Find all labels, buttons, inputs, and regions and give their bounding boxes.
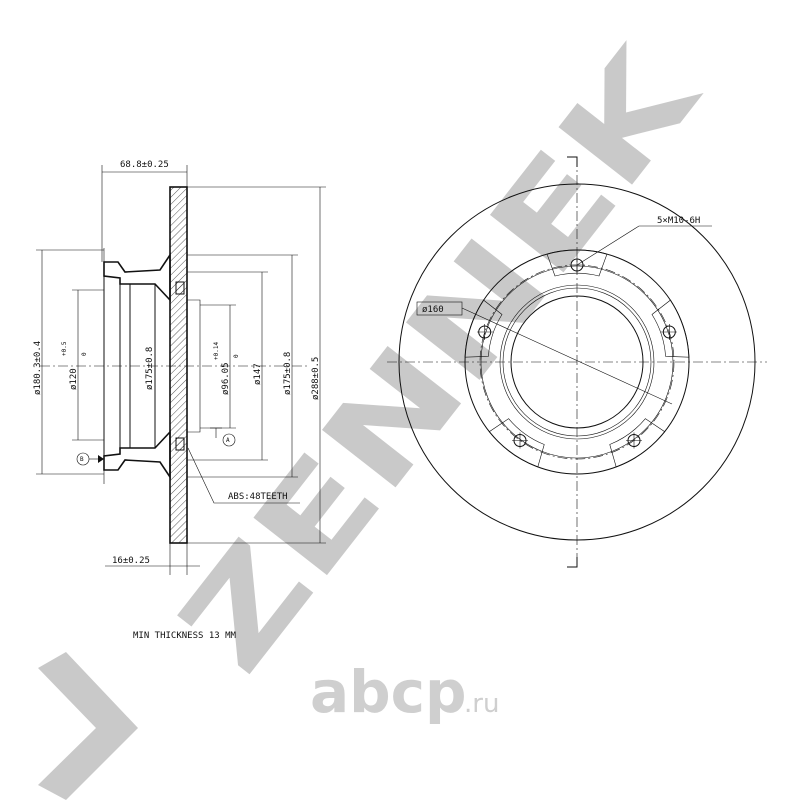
dim-dia-180: ø180.3±0.4 bbox=[33, 341, 43, 395]
abs-teeth-label: ABS:48TEETH bbox=[228, 492, 288, 502]
abs-tooth-lower bbox=[175, 437, 185, 451]
watermark-chevron bbox=[38, 652, 138, 800]
dim-dia-288: ø288±0.5 bbox=[311, 357, 321, 400]
dim-dia-96: ø96.05 bbox=[221, 362, 231, 395]
dim-overall-width: 68.8±0.25 bbox=[120, 160, 169, 170]
datum-b-label: B bbox=[80, 456, 84, 463]
dim-dia-96-tol-lower: 0 bbox=[233, 354, 240, 358]
dim-bolt-circle: ø160 bbox=[422, 305, 444, 315]
dim-dia-120: ø120 bbox=[69, 368, 79, 390]
hub-lower-section bbox=[103, 429, 171, 480]
dim-dia-147: ø147 bbox=[253, 363, 263, 385]
rotor-ring-section bbox=[169, 186, 188, 544]
min-thickness-note: MIN THICKNESS 13 MM bbox=[133, 631, 237, 641]
dim-thread: 5×M10-6H bbox=[657, 216, 700, 226]
hub-lobes bbox=[464, 249, 690, 468]
abs-tooth-upper bbox=[175, 281, 185, 295]
brand-logo: abcp .ru bbox=[310, 658, 499, 726]
dim-thickness: 16±0.25 bbox=[112, 556, 150, 566]
datum-a-label: A bbox=[226, 437, 230, 444]
dim-dia-120-tol-lower: 0 bbox=[81, 352, 88, 356]
brand-tld: .ru bbox=[464, 689, 499, 719]
dim-dia-120-tol-upper: +0.5 bbox=[61, 341, 68, 356]
dim-dia-96-tol-upper: +0.14 bbox=[213, 342, 220, 360]
brand-name: abcp bbox=[310, 658, 467, 726]
front-view: ø160 5×M10-6H bbox=[387, 156, 767, 568]
dim-dia-175-outer: ø175±0.8 bbox=[283, 352, 293, 395]
watermark-text: ZENNEK bbox=[152, 19, 729, 699]
side-section-view: 68.8±0.25 16±0.25 ø180.3±0.4 ø120 +0.5 0… bbox=[33, 160, 326, 641]
hub-upper-section bbox=[103, 252, 171, 303]
dim-dia-175-inner: ø175±0.8 bbox=[145, 347, 155, 390]
